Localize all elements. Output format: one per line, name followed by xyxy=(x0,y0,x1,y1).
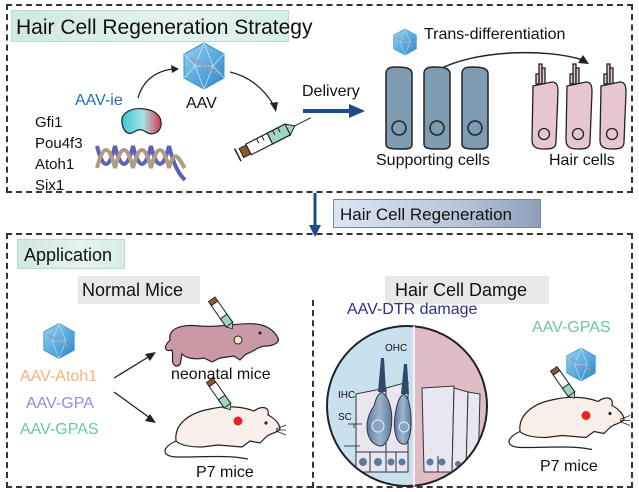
aav-capsid-icon xyxy=(566,347,596,382)
arrow-to-syringe xyxy=(229,71,278,112)
ohc-label: OHC xyxy=(385,343,408,354)
cochlea-section-illustration xyxy=(326,325,488,487)
aav-ie-label: AAV-ie xyxy=(75,92,123,109)
aav-capsid-icon xyxy=(183,42,225,90)
capsid-protein-icon xyxy=(121,108,162,135)
gene-gfi1: Gfi1 xyxy=(35,114,63,131)
application-divider xyxy=(312,300,314,488)
supporting-cells-label: Supporting cells xyxy=(376,152,490,169)
hair-cells-illustration xyxy=(531,63,627,150)
aav-capsid-icon xyxy=(43,323,75,359)
strategy-title: Hair Cell Regeneration Strategy xyxy=(11,10,312,42)
strategy-panel xyxy=(6,4,633,193)
arrow-to-neonatal xyxy=(113,352,156,379)
arrow-to-p7 xyxy=(113,391,156,423)
syringe-icon xyxy=(233,117,312,162)
hair-cell xyxy=(599,63,627,150)
small-aav-icon xyxy=(393,28,417,56)
delivery-label: Delivery xyxy=(302,83,360,100)
p7-mice-label-damage: P7 mice xyxy=(540,458,598,475)
vector-aav-atoh1: AAV-Atoh1 xyxy=(20,368,98,385)
gene-pou4f3: Pou4f3 xyxy=(35,135,83,152)
regeneration-label-box: Hair Cell Regeneration xyxy=(333,199,541,228)
damage-vector-label: AAV-GPAS xyxy=(532,319,611,336)
aav-dtr-damage-label: AAV-DTR damage xyxy=(347,301,478,318)
delivery-arrow xyxy=(303,104,365,118)
neonatal-mice-label: neonatal mice xyxy=(171,366,271,383)
application-title: Application xyxy=(17,239,125,269)
sc-label: SC xyxy=(338,412,352,423)
supporting-cells-illustration xyxy=(385,66,489,150)
transdiff-arrow xyxy=(437,51,589,71)
dna-helix-icon xyxy=(95,145,187,182)
hair-cell-damage-title: Hair Cell Damge xyxy=(385,276,549,304)
ihc-label: IHC xyxy=(338,390,356,401)
hair-cell xyxy=(565,63,593,150)
normal-mice-title: Normal Mice xyxy=(78,276,200,304)
gene-atoh1: Atoh1 xyxy=(35,156,75,173)
hair-cells-label: Hair cells xyxy=(549,152,615,169)
supporting-cell xyxy=(385,66,489,150)
vector-aav-gpa: AAV-GPA xyxy=(26,395,94,412)
vector-aav-gpas: AAV-GPAS xyxy=(20,421,99,438)
p7-mouse-damage-illustration xyxy=(508,365,631,451)
p7-mice-label-normal: P7 mice xyxy=(196,464,254,481)
down-arrow xyxy=(309,193,321,237)
aav-label: AAV xyxy=(186,95,217,112)
transdiff-label: Trans-differentiation xyxy=(424,26,566,43)
application-panel xyxy=(6,233,633,488)
hair-cell xyxy=(531,63,559,150)
p7-mouse-illustration xyxy=(164,377,287,460)
neonatal-mouse-illustration xyxy=(164,296,279,367)
gene-six1: Six1 xyxy=(35,177,65,194)
arrow-to-aav xyxy=(137,65,179,99)
